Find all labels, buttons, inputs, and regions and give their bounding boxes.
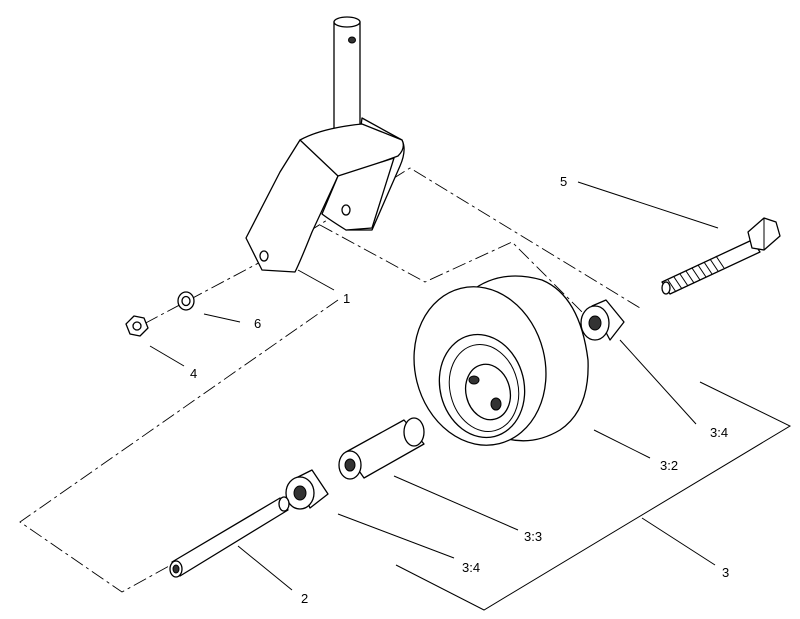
fork-front-leg: [245, 139, 339, 273]
bolt-tip: [661, 281, 671, 295]
stem-hole: [348, 36, 356, 44]
callout-6: 6: [254, 316, 261, 331]
wheel-axis-centerline: [319, 224, 601, 331]
bushing-tube-part: [338, 417, 425, 480]
axle-tube-far-end: [278, 496, 290, 512]
spacer-lower-part: [285, 469, 329, 510]
callout-1: 1: [343, 291, 350, 306]
spacer-lower-hole: [293, 485, 307, 501]
leader-6: [203, 313, 241, 323]
fork-bolt-hole-front: [259, 250, 269, 262]
caster-fork-part: [245, 16, 405, 273]
callout-5: 5: [560, 174, 567, 189]
valve-stem: [468, 375, 480, 385]
callout-2: 2: [301, 591, 308, 606]
hardware-axis-centerline: [139, 257, 269, 327]
centerlines: [19, 167, 641, 593]
fork-inner-web: [321, 157, 395, 231]
leader-lines: [149, 181, 719, 591]
callout-3-2: 3:2: [660, 458, 678, 473]
leader-1: [297, 269, 335, 291]
leader-3-2: [593, 429, 651, 459]
axle-tube-part: [169, 496, 290, 578]
callout-labels: 1 2 3 3:2 3:3 3:4 3:4 4 5 6: [190, 174, 729, 606]
callout-4: 4: [190, 366, 197, 381]
bushing-tube-bore: [344, 458, 356, 472]
bushing-tube-far-end: [403, 417, 425, 447]
leader-3-4-lower: [337, 513, 455, 559]
assembly-bracket-3: [395, 381, 792, 611]
bolt-thread-marks: [667, 255, 725, 293]
bolt-part: [661, 217, 781, 295]
nut-part: [125, 315, 149, 337]
bolt-shank: [661, 239, 761, 295]
axle-tube-bore: [172, 564, 180, 574]
leader-4: [149, 345, 185, 367]
leader-3-3: [393, 475, 519, 531]
callout-3-3: 3:3: [524, 529, 542, 544]
rim-inner: [448, 344, 520, 432]
fork-stem-top: [333, 16, 361, 28]
hub-bore: [490, 397, 502, 411]
leader-2: [237, 545, 293, 591]
axle-tube-body: [171, 497, 289, 577]
leader-5: [577, 181, 719, 229]
spacer-upper-part: [580, 299, 625, 341]
wheel-part: [413, 275, 589, 446]
leader-3: [641, 517, 716, 566]
callout-3-4-lower: 3:4: [462, 560, 480, 575]
bolt-axis-centerline: [307, 167, 641, 309]
washer-hole: [181, 295, 191, 307]
washer-part: [177, 291, 195, 311]
lower-axle-centerline: [19, 299, 339, 593]
fork-bolt-hole-rear: [341, 204, 351, 216]
callout-3-4-upper: 3:4: [710, 425, 728, 440]
spacer-upper-hole: [588, 315, 602, 331]
callout-3: 3: [722, 565, 729, 580]
nut-hole: [132, 321, 142, 331]
leader-3-4-upper: [619, 339, 697, 425]
